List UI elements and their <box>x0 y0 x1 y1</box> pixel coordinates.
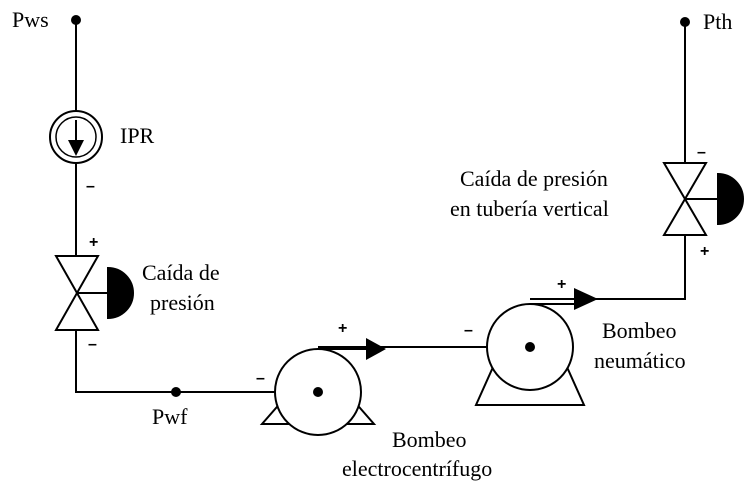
sign-valve-minus: – <box>88 336 97 353</box>
ipr-inner-circle <box>55 116 97 158</box>
pressure-drop-valve <box>54 255 134 331</box>
tubing-pressure-drop-valve <box>662 162 744 236</box>
tubing-valve-bottom-triangle <box>662 197 708 236</box>
node-pwf-dot <box>171 387 181 397</box>
valve-top-triangle <box>54 255 100 296</box>
label-pth: Pth <box>703 9 732 34</box>
sign-esp-plus: + <box>338 320 347 337</box>
sign-tubing-minus: – <box>697 144 706 161</box>
gaslift-pump-center <box>525 342 535 352</box>
sign-esp-minus: – <box>256 370 265 387</box>
label-ipr: IPR <box>120 123 155 148</box>
esp-pump-arrow <box>366 338 386 360</box>
tubing-valve-actuator <box>717 172 744 226</box>
sign-gaslift-minus: – <box>464 322 473 339</box>
label-caida-line2: presión <box>150 290 215 315</box>
ipr-symbol <box>49 110 103 164</box>
esp-pump <box>259 338 386 436</box>
sign-ipr-minus: – <box>86 178 95 195</box>
node-pth-dot <box>680 17 690 27</box>
label-pwf: Pwf <box>152 404 188 429</box>
valve-bottom-triangle <box>54 290 100 331</box>
label-caida-vert-line2: en tubería vertical <box>450 196 609 221</box>
sign-tubing-plus: + <box>700 243 709 260</box>
gaslift-pump-arrow <box>574 288 598 310</box>
valve-actuator <box>107 266 134 320</box>
ipr-arrow-head <box>68 140 84 156</box>
label-bombeo-elec-line2: electrocentrífugo <box>342 456 492 481</box>
node-pws-dot <box>71 15 81 25</box>
tubing-valve-top-triangle <box>662 162 708 201</box>
gaslift-pump <box>474 288 598 406</box>
label-bombeo-neu-line2: neumático <box>594 348 686 373</box>
esp-pump-center <box>313 387 323 397</box>
label-bombeo-neu-line1: Bombeo <box>602 318 677 343</box>
label-caida-vert-line1: Caída de presión <box>460 166 608 191</box>
label-caida-line1: Caída de <box>142 260 220 285</box>
label-bombeo-elec-line1: Bombeo <box>392 427 467 452</box>
wire-gaslift-tubing <box>530 235 686 300</box>
sign-valve-plus: + <box>89 234 98 251</box>
label-pws: Pws <box>12 7 49 32</box>
sign-gaslift-plus: + <box>557 276 566 293</box>
wire-valve-pwf-esp <box>75 330 318 393</box>
